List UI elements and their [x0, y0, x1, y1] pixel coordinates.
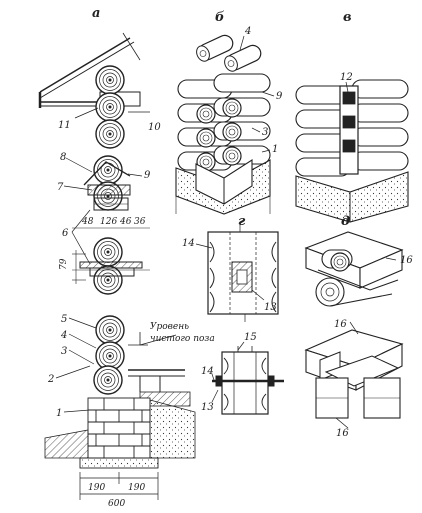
section-letter-a: а [92, 6, 100, 21]
label-5a: 5 [61, 314, 67, 325]
label-16a: 16 [400, 255, 413, 266]
label-12: 12 [340, 72, 353, 83]
dim-46: 46 [119, 217, 132, 227]
label-14a: 14 [182, 238, 195, 249]
label-3b: 3 [262, 127, 268, 138]
dim-600: 600 [108, 499, 125, 509]
dim-79: 79 [59, 258, 69, 270]
label-7: 7 [57, 182, 64, 193]
label-3a: 3 [61, 346, 67, 357]
item-numbers: 11 10 8 9 7 6 5 4 3 2 1 4 9 3 1 12 14 13… [47, 26, 413, 439]
label-8: 8 [60, 152, 66, 163]
label-16b: 16 [334, 319, 347, 330]
label-6: 6 [62, 228, 69, 239]
section-letter-v: в [343, 10, 352, 25]
label-1a: 1 [56, 408, 62, 419]
section-d-log-joint [304, 231, 404, 429]
label-15: 15 [244, 332, 257, 343]
label-1b: 1 [272, 144, 278, 155]
label-2: 2 [47, 374, 54, 385]
label-9b: 9 [276, 91, 283, 102]
section-b-corner-saddle-notch [175, 34, 271, 215]
leader-lines [55, 35, 397, 413]
section-g-bolt-detail [212, 346, 284, 415]
section-g-wall-plan [207, 222, 279, 322]
dim-190-left: 190 [88, 483, 105, 493]
dim-36: 36 [134, 217, 146, 227]
section-a-wall-section [38, 32, 196, 500]
floor-level-note: Уровень чистого поза [150, 322, 215, 344]
label-13a: 13 [264, 302, 277, 313]
section-letter-b: б [215, 10, 225, 25]
dim-48: 48 [81, 217, 94, 227]
section-letter-d: д [341, 214, 350, 229]
floor-note-line1: Уровень [150, 322, 189, 332]
section-letter-g: г [238, 214, 246, 229]
section-letters: а б в г д [92, 6, 352, 229]
label-4b: 4 [244, 26, 251, 37]
label-16c: 16 [336, 428, 349, 439]
dim-190-right: 190 [128, 483, 145, 493]
label-14b: 14 [201, 366, 214, 377]
dim-126: 126 [100, 217, 117, 227]
label-13b: 13 [201, 402, 214, 413]
label-10: 10 [148, 122, 161, 133]
section-v-corner-tenon [295, 79, 409, 223]
dimensions: 48 126 46 36 79 190 190 600 [59, 217, 146, 509]
label-4a: 4 [60, 330, 67, 341]
label-9a: 9 [144, 170, 151, 181]
label-11: 11 [58, 120, 71, 131]
floor-note-line2: чистого поза [150, 334, 215, 344]
